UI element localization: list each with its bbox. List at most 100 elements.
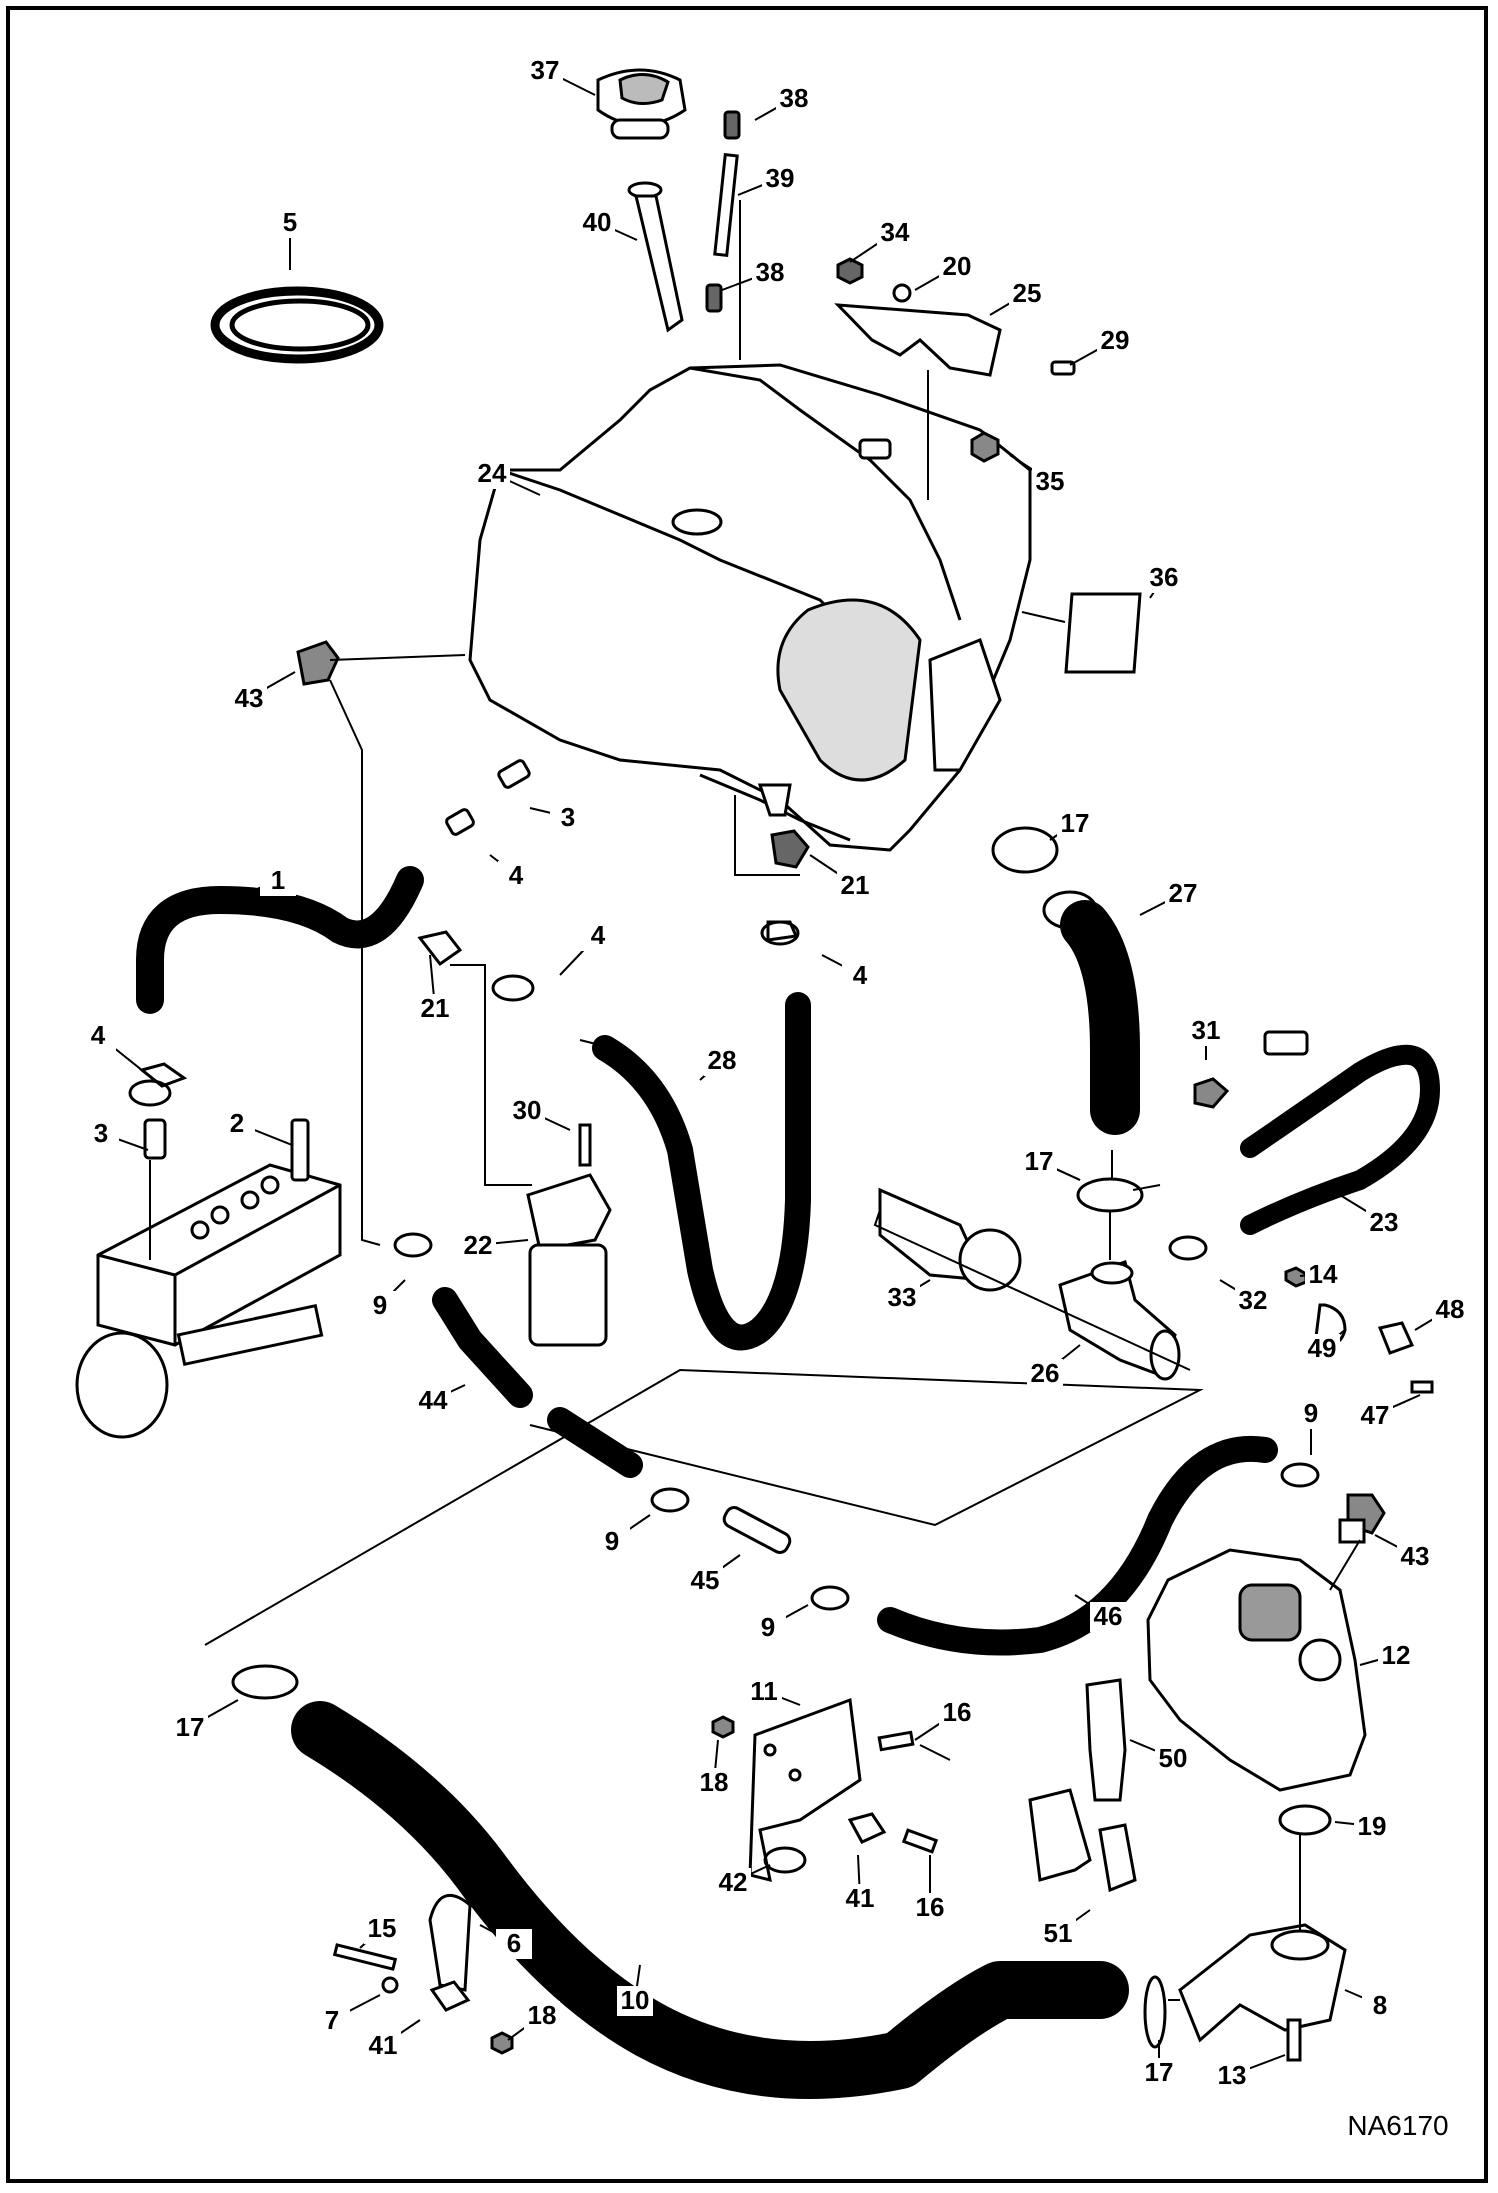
callout-bg-21 (837, 871, 873, 901)
hose-23 (1240, 1044, 1440, 1235)
callout-9: 9 (1304, 1398, 1318, 1428)
callout-bg-1 (260, 866, 296, 896)
breather-tube-39 (705, 110, 741, 313)
hose-27 (1042, 890, 1140, 1135)
callout-bg-41 (842, 1884, 878, 1914)
callout-19: 19 (1358, 1811, 1387, 1841)
callout-3: 3 (561, 802, 575, 832)
callout-5: 5 (283, 207, 297, 237)
callout-18: 18 (528, 2000, 557, 2030)
callout-bg-47 (1357, 1401, 1393, 1431)
callout-41: 41 (369, 2030, 398, 2060)
control-valve-block-2 (75, 1118, 342, 1439)
callout-bg-30 (509, 1096, 545, 1126)
callout-bg-6 (496, 1929, 532, 1959)
callout-48: 48 (1436, 1294, 1465, 1324)
hose-28 (592, 992, 811, 1351)
callout-bg-19 (1354, 1812, 1390, 1842)
callout-3: 3 (94, 1118, 108, 1148)
callout-bg-21 (417, 994, 453, 1024)
elbow-43-right (1338, 1493, 1386, 1544)
callout-30: 30 (513, 1095, 542, 1125)
callout-bg-36 (1146, 563, 1182, 593)
callout-bg-45 (687, 1566, 723, 1596)
callout-bg-27 (1165, 879, 1201, 909)
callout-46: 46 (1094, 1601, 1123, 1631)
callout-41: 41 (846, 1883, 875, 1913)
callout-35: 35 (1036, 466, 1065, 496)
mounting-bracket-11 (711, 1697, 939, 1883)
callout-bg-29 (1097, 326, 1133, 356)
callout-bg-4 (842, 961, 878, 991)
callout-bg-17 (1141, 2058, 1177, 2088)
callout-bg-44 (415, 1386, 451, 1416)
callout-bg-20 (939, 252, 975, 282)
callout-bg-16 (939, 1698, 975, 1728)
callout-40: 40 (583, 207, 612, 237)
callout-9: 9 (761, 1612, 775, 1642)
callout-bg-38 (776, 84, 812, 114)
filler-cap-37 (596, 68, 687, 140)
callout-42: 42 (719, 1867, 748, 1897)
hydraulic-filter-22 (526, 1123, 612, 1347)
hose-guard-51 (1028, 1788, 1137, 1893)
callout-bg-17 (172, 1713, 208, 1743)
elbow-fittings-left (138, 640, 810, 1160)
callout-bg-10 (617, 1986, 653, 2016)
callout-21: 21 (841, 870, 870, 900)
hydraulic-pump-12 (1146, 1548, 1367, 1792)
callout-49: 49 (1308, 1333, 1337, 1363)
callout-bg-3 (83, 1119, 119, 1149)
callout-36: 36 (1150, 562, 1179, 592)
o-ring-19 (1278, 1804, 1332, 1836)
callout-17: 17 (1145, 2057, 1174, 2087)
callout-39: 39 (766, 163, 795, 193)
hose-guard-50 (1085, 1678, 1127, 1802)
callout-bg-48 (1432, 1295, 1468, 1325)
callout-bg-5 (272, 208, 308, 238)
callout-bg-50 (1155, 1744, 1191, 1774)
callout-bg-9 (750, 1613, 786, 1643)
callout-31: 31 (1192, 1015, 1221, 1045)
callout-bg-42 (715, 1868, 751, 1898)
callout-51: 51 (1044, 1918, 1073, 1948)
callout-bg-18 (524, 2001, 560, 2031)
callout-bg-18 (696, 1768, 732, 1798)
callout-bg-26 (1027, 1359, 1063, 1389)
callout-bg-49 (1304, 1334, 1340, 1364)
hose-1 (136, 866, 424, 1014)
callout-bg-4 (580, 921, 616, 951)
callout-bg-15 (364, 1914, 400, 1944)
callout-17: 17 (176, 1712, 205, 1742)
bracket-25 (834, 257, 1076, 463)
callout-bg-2 (219, 1109, 255, 1139)
callout-bg-37 (527, 56, 563, 86)
callout-bg-9 (594, 1527, 630, 1557)
callout-16: 16 (943, 1697, 972, 1727)
callout-bg-7 (314, 2006, 350, 2036)
callout-11: 11 (750, 1676, 778, 1706)
hose-44 (432, 1287, 643, 1478)
hose-46 (877, 1435, 1278, 1656)
callout-16: 16 (916, 1892, 945, 1922)
callout-43: 43 (235, 683, 264, 713)
callout-bg-31 (1188, 1016, 1224, 1046)
callout-bg-13 (1214, 2061, 1250, 2091)
callout-9: 9 (373, 1290, 387, 1320)
callout-47: 47 (1361, 1400, 1390, 1430)
callout-bg-43 (231, 684, 267, 714)
callout-29: 29 (1101, 325, 1130, 355)
callout-4: 4 (509, 860, 524, 890)
callout-18: 18 (700, 1767, 729, 1797)
callout-2: 2 (230, 1108, 244, 1138)
callout-12: 12 (1382, 1640, 1411, 1670)
callout-bg-3 (550, 803, 586, 833)
hose-adapter-33 (878, 1187, 1022, 1292)
callout-25: 25 (1013, 278, 1042, 308)
callout-bg-28 (704, 1046, 740, 1076)
callout-14: 14 (1309, 1259, 1338, 1289)
callout-bg-11 (746, 1677, 782, 1707)
callout-17: 17 (1025, 1146, 1054, 1176)
callout-26: 26 (1031, 1358, 1060, 1388)
